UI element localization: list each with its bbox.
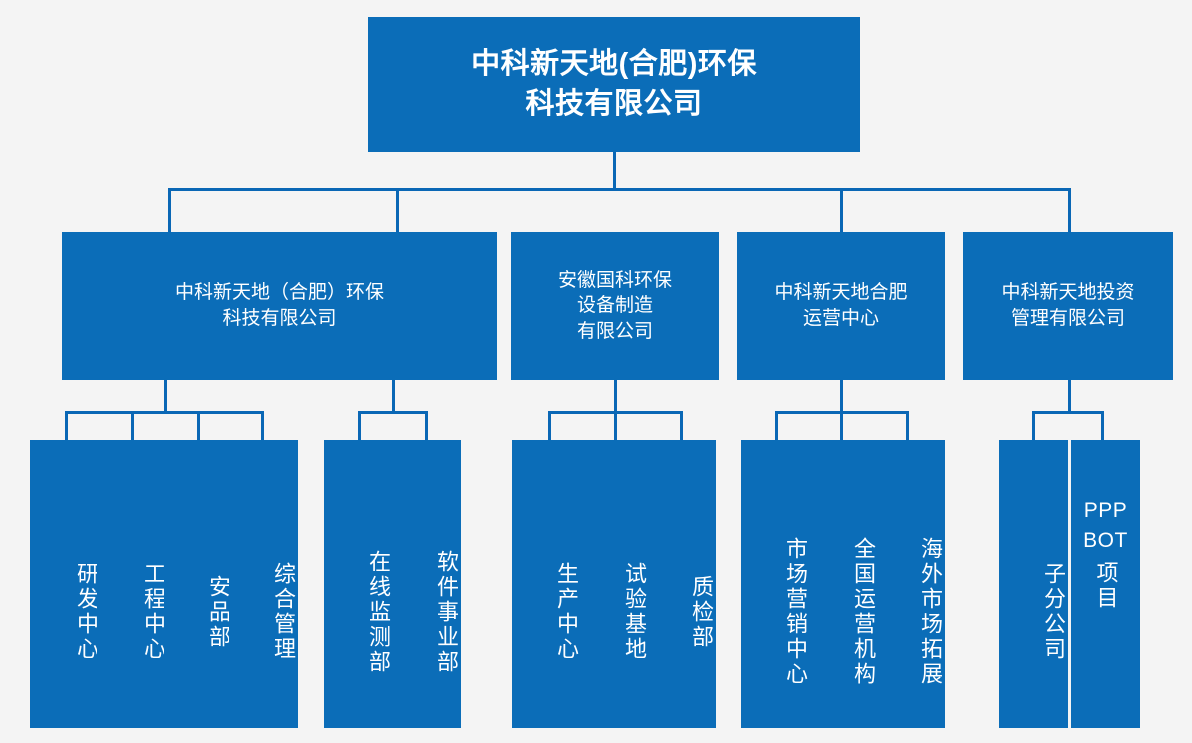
connector-drop-online-monitoring xyxy=(358,411,361,441)
node-eng-center[interactable]: 工程中心 xyxy=(97,440,168,728)
node-online-monitoring-dept[interactable]: 在线监测部 xyxy=(324,440,393,728)
node-investment-management-line2: 管理有限公司 xyxy=(1010,308,1125,329)
connector-stem-group-d xyxy=(840,380,843,411)
node-quality-inspection-dept[interactable]: 质检部 xyxy=(647,440,716,728)
connector-stem-group-a xyxy=(164,380,167,411)
connector-drop-test-base xyxy=(614,411,617,441)
node-subsidiary-branch-label: 子分公司 xyxy=(1041,562,1066,662)
node-safety-quality-dept-label: 安品部 xyxy=(206,574,231,650)
connector-drop-safety-quality xyxy=(197,411,200,441)
node-ppp-bot-project-latin1: PPP xyxy=(1083,499,1128,522)
node-production-center-label: 生产中心 xyxy=(554,562,579,662)
node-ppp-bot-project[interactable]: PPP BOT 项目 xyxy=(1071,440,1140,728)
connector-drop-production-center xyxy=(548,411,551,441)
node-quality-inspection-dept-label: 质检部 xyxy=(689,574,714,650)
node-hefei-operation-center-line2: 运营中心 xyxy=(802,308,879,329)
node-eng-center-label: 工程中心 xyxy=(141,562,166,662)
connector-level2-bus xyxy=(168,188,1071,191)
node-test-base-label: 试验基地 xyxy=(622,562,647,662)
node-overseas-market-dev-label: 海外市场拓展 xyxy=(918,537,943,687)
node-anhui-guoke[interactable]: 安徽国科环保 设备制造 有限公司 xyxy=(511,232,719,380)
node-hefei-env-tech[interactable]: 中科新天地（合肥）环保 科技有限公司 xyxy=(62,232,497,380)
connector-bus-group-e xyxy=(1032,411,1104,414)
connector-stem-group-e xyxy=(1068,380,1071,411)
node-test-base[interactable]: 试验基地 xyxy=(580,440,649,728)
node-general-management[interactable]: 综合管理 xyxy=(229,440,298,728)
root-title-line1: 中科新天地(合肥)环保 xyxy=(471,48,757,81)
connector-drop-software-division xyxy=(425,411,428,441)
connector-drop-national-operation xyxy=(840,411,843,441)
node-marketing-center-label: 市场营销中心 xyxy=(783,537,808,687)
node-overseas-market-dev[interactable]: 海外市场拓展 xyxy=(876,440,945,728)
node-safety-quality-dept[interactable]: 安品部 xyxy=(164,440,233,728)
node-hefei-operation-center[interactable]: 中科新天地合肥 运营中心 xyxy=(737,232,945,380)
connector-drop-ppp-bot-project xyxy=(1101,411,1104,441)
node-national-operation-org[interactable]: 全国运营机构 xyxy=(809,440,878,728)
node-rd-center-label: 研发中心 xyxy=(74,562,99,662)
node-ppp-bot-project-cjk: 项目 xyxy=(1093,560,1119,611)
connector-root-stem xyxy=(613,152,616,188)
connector-bus-group-b xyxy=(358,411,428,414)
connector-drop-div1 xyxy=(168,188,171,232)
node-rd-center[interactable]: 研发中心 xyxy=(30,440,101,728)
connector-drop-general-management xyxy=(261,411,264,441)
connector-stem-group-b xyxy=(392,380,395,411)
node-ppp-bot-project-latin2: BOT xyxy=(1083,529,1128,553)
node-hefei-env-tech-line1: 中科新天地（合肥）环保 xyxy=(174,282,384,304)
root-title-line2: 科技有限公司 xyxy=(525,87,703,120)
node-investment-management-line1: 中科新天地投资 xyxy=(1001,282,1135,304)
connector-drop-div3 xyxy=(840,188,843,232)
connector-drop-div2 xyxy=(396,188,399,232)
node-marketing-center[interactable]: 市场营销中心 xyxy=(741,440,810,728)
connector-drop-quality-inspection xyxy=(680,411,683,441)
connector-stem-group-c xyxy=(614,380,617,411)
node-software-division[interactable]: 软件事业部 xyxy=(392,440,461,728)
node-subsidiary-branch[interactable]: 子分公司 xyxy=(999,440,1068,728)
connector-drop-rd-center xyxy=(65,411,68,441)
connector-drop-eng-center xyxy=(131,411,134,441)
node-hefei-operation-center-line1: 中科新天地合肥 xyxy=(774,282,908,304)
node-anhui-guoke-line3: 有限公司 xyxy=(576,320,653,342)
connector-drop-marketing-center xyxy=(775,411,778,441)
node-national-operation-org-label: 全国运营机构 xyxy=(851,537,876,687)
node-online-monitoring-dept-label: 在线监测部 xyxy=(366,549,391,675)
connector-bus-group-a xyxy=(65,411,264,414)
node-root-company[interactable]: 中科新天地(合肥)环保 科技有限公司 xyxy=(368,17,860,152)
node-software-division-label: 软件事业部 xyxy=(434,549,459,675)
node-anhui-guoke-line1: 安徽国科环保 xyxy=(557,269,672,291)
node-investment-management[interactable]: 中科新天地投资 管理有限公司 xyxy=(963,232,1173,380)
node-anhui-guoke-line2: 设备制造 xyxy=(576,295,653,317)
connector-drop-div4 xyxy=(1068,188,1071,232)
connector-drop-subsidiary-branch xyxy=(1032,411,1035,441)
node-hefei-env-tech-line2: 科技有限公司 xyxy=(222,308,337,329)
connector-drop-overseas-market xyxy=(906,411,909,441)
node-production-center[interactable]: 生产中心 xyxy=(512,440,581,728)
node-general-management-label: 综合管理 xyxy=(271,562,296,662)
